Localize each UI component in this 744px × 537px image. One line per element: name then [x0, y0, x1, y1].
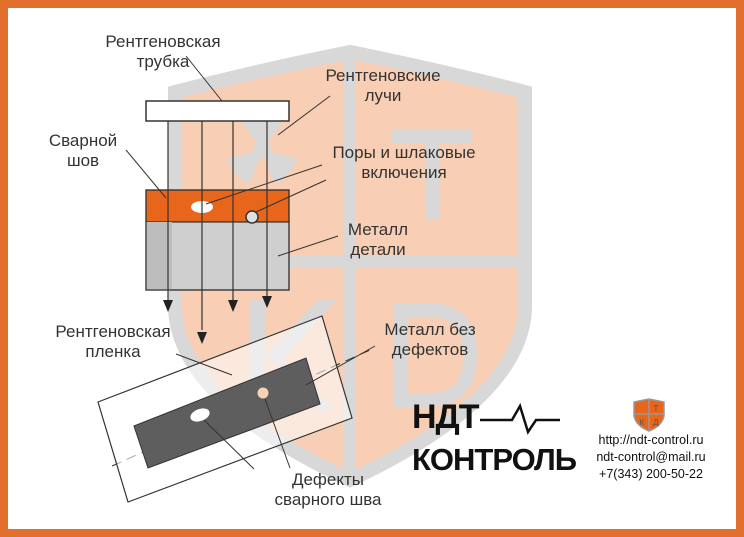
emblem-letter-t: Т — [654, 404, 659, 413]
label-xray-film: Рентгеновская пленка — [55, 322, 171, 361]
contact-url[interactable]: http://ndt-control.ru — [598, 433, 704, 447]
label-metal-no-defects: Металл без дефектов — [384, 320, 476, 359]
film-defect-pore — [190, 408, 210, 422]
logo-block: НДТ КОНТРОЛЬ — [408, 394, 577, 494]
beam-arrowheads — [163, 296, 272, 344]
label-weld-seam: Сварной шов — [48, 131, 118, 170]
contact-email[interactable]: ndt-control@mail.ru — [596, 450, 706, 464]
label-xray-rays: Рентгеновские лучи — [325, 66, 441, 105]
logo-line-1: НДТ — [412, 398, 480, 436]
film-defect-inclusion — [257, 387, 269, 399]
contact-block: http://ndt-control.ru ndt-control@mail.r… — [576, 432, 726, 483]
xray-tube — [145, 100, 290, 122]
film-dark-area — [133, 357, 321, 469]
label-metal-part: Металл детали — [347, 220, 409, 259]
diagram-canvas: Рентгеновская трубка Рентгеновские лучи … — [8, 8, 736, 529]
label-xray-tube: Рентгеновская трубка — [105, 32, 221, 71]
label-weld-defects: Дефекты сварного шва — [274, 470, 382, 509]
callout-lines — [125, 55, 376, 470]
shield-emblem-icon: Т К Д — [633, 398, 665, 432]
logo-line-2: КОНТРОЛЬ — [412, 442, 577, 477]
xray-film — [97, 315, 371, 503]
label-pores-inclusions: Поры и шлаковые включения — [332, 143, 476, 182]
letter-d-mark — [393, 303, 478, 407]
pulse-icon — [480, 402, 560, 435]
xray-beams — [167, 121, 268, 330]
xray-diagram — [97, 44, 532, 503]
emblem-letter-k: К — [640, 418, 645, 427]
letter-t-mark — [392, 130, 472, 220]
slag-inclusion — [245, 210, 259, 224]
contact-phone: +7(343) 200-50-22 — [599, 467, 703, 481]
emblem-letter-d: Д — [653, 418, 659, 427]
